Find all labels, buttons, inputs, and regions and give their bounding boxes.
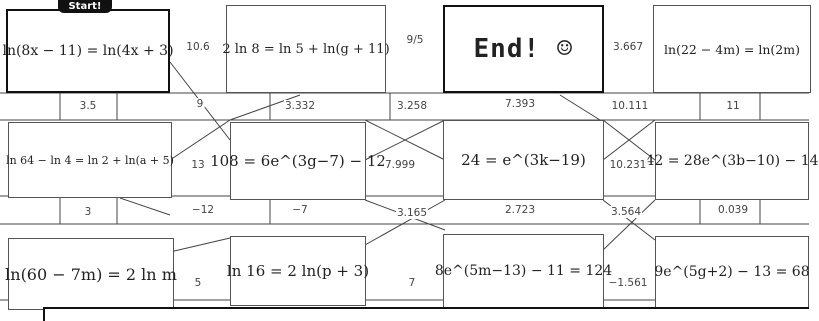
equation-text: 108 = 6e^(3g−7) − 12 [210,152,386,170]
equation-box: 2 ln 8 = ln 5 + ln(g + 11) [222,5,390,93]
answer-label: 13 [190,159,206,171]
answer-label: 10.6 [185,41,211,53]
equation-text: 8e^(5m−13) − 11 = 124 [434,263,613,279]
answer-label: 7.393 [503,98,537,110]
equation-text: ln(22 − 4m) = ln(2m) [664,41,800,57]
answer-label: 10.231 [608,159,648,171]
answer-label: 3.667 [611,41,645,53]
answer-label: 7.999 [383,159,417,171]
equation-text: ln(60 − 7m) = 2 ln m [5,264,177,284]
answer-label: 5 [193,277,203,289]
equation-box: 42 = 28e^(3b−10) − 14 [645,122,819,200]
equation-box: 24 = e^(3k−19) [443,120,604,200]
answer-label-fraction: 9/5 [405,34,425,46]
end-text: End! ☺ [473,34,574,64]
answer-label: 3.165 [395,207,429,219]
equation-text: 42 = 28e^(3b−10) − 14 [645,153,819,169]
answer-label: 10.111 [610,100,650,112]
equation-box: ln 16 = 2 ln(p + 3) [226,236,370,306]
answer-label: −1.561 [607,277,649,289]
equation-text: 9e^(5g+2) − 13 = 68 [654,264,810,280]
answer-label: 3.258 [395,100,429,112]
answer-label: 3.332 [283,100,317,112]
answer-label: 3 [83,206,93,218]
equation-box: 108 = 6e^(3g−7) − 12 [210,122,386,200]
equation-text: ln 64 − ln 4 = ln 2 + ln(a + 5) [6,153,174,167]
equation-box: 8e^(5m−13) − 11 = 124 [435,234,612,308]
answer-label: −7 [291,204,309,216]
equation-text: 2 ln 8 = ln 5 + ln(g + 11) [222,41,390,57]
answer-label: 0.039 [716,204,750,216]
equation-box: ln 64 − ln 4 = ln 2 + ln(a + 5) [6,122,174,198]
equation-text: ln(8x − 11) = ln(4x + 3) [2,43,174,59]
answer-label: 9 [195,98,205,110]
equation-box: ln(60 − 7m) = 2 ln m [5,238,177,310]
answer-label: 11 [725,100,741,112]
equation-box: 9e^(5g+2) − 13 = 68 [654,236,810,308]
answer-label: 3.564 [609,206,643,218]
answer-label: −12 [190,204,216,216]
answer-label: 2.723 [503,204,537,216]
equation-text: 24 = e^(3k−19) [461,151,586,169]
answer-label: 7 [407,277,417,289]
equation-box-start: ln(8x − 11) = ln(4x + 3) [2,9,174,93]
equation-box: ln(22 − 4m) = ln(2m) [653,5,811,93]
equation-text: ln 16 = 2 ln(p + 3) [226,262,370,280]
end-box: End! ☺ [443,5,604,93]
start-tag: Start! [58,0,112,13]
bottom-frame [43,307,809,321]
answer-label: 3.5 [78,100,98,112]
